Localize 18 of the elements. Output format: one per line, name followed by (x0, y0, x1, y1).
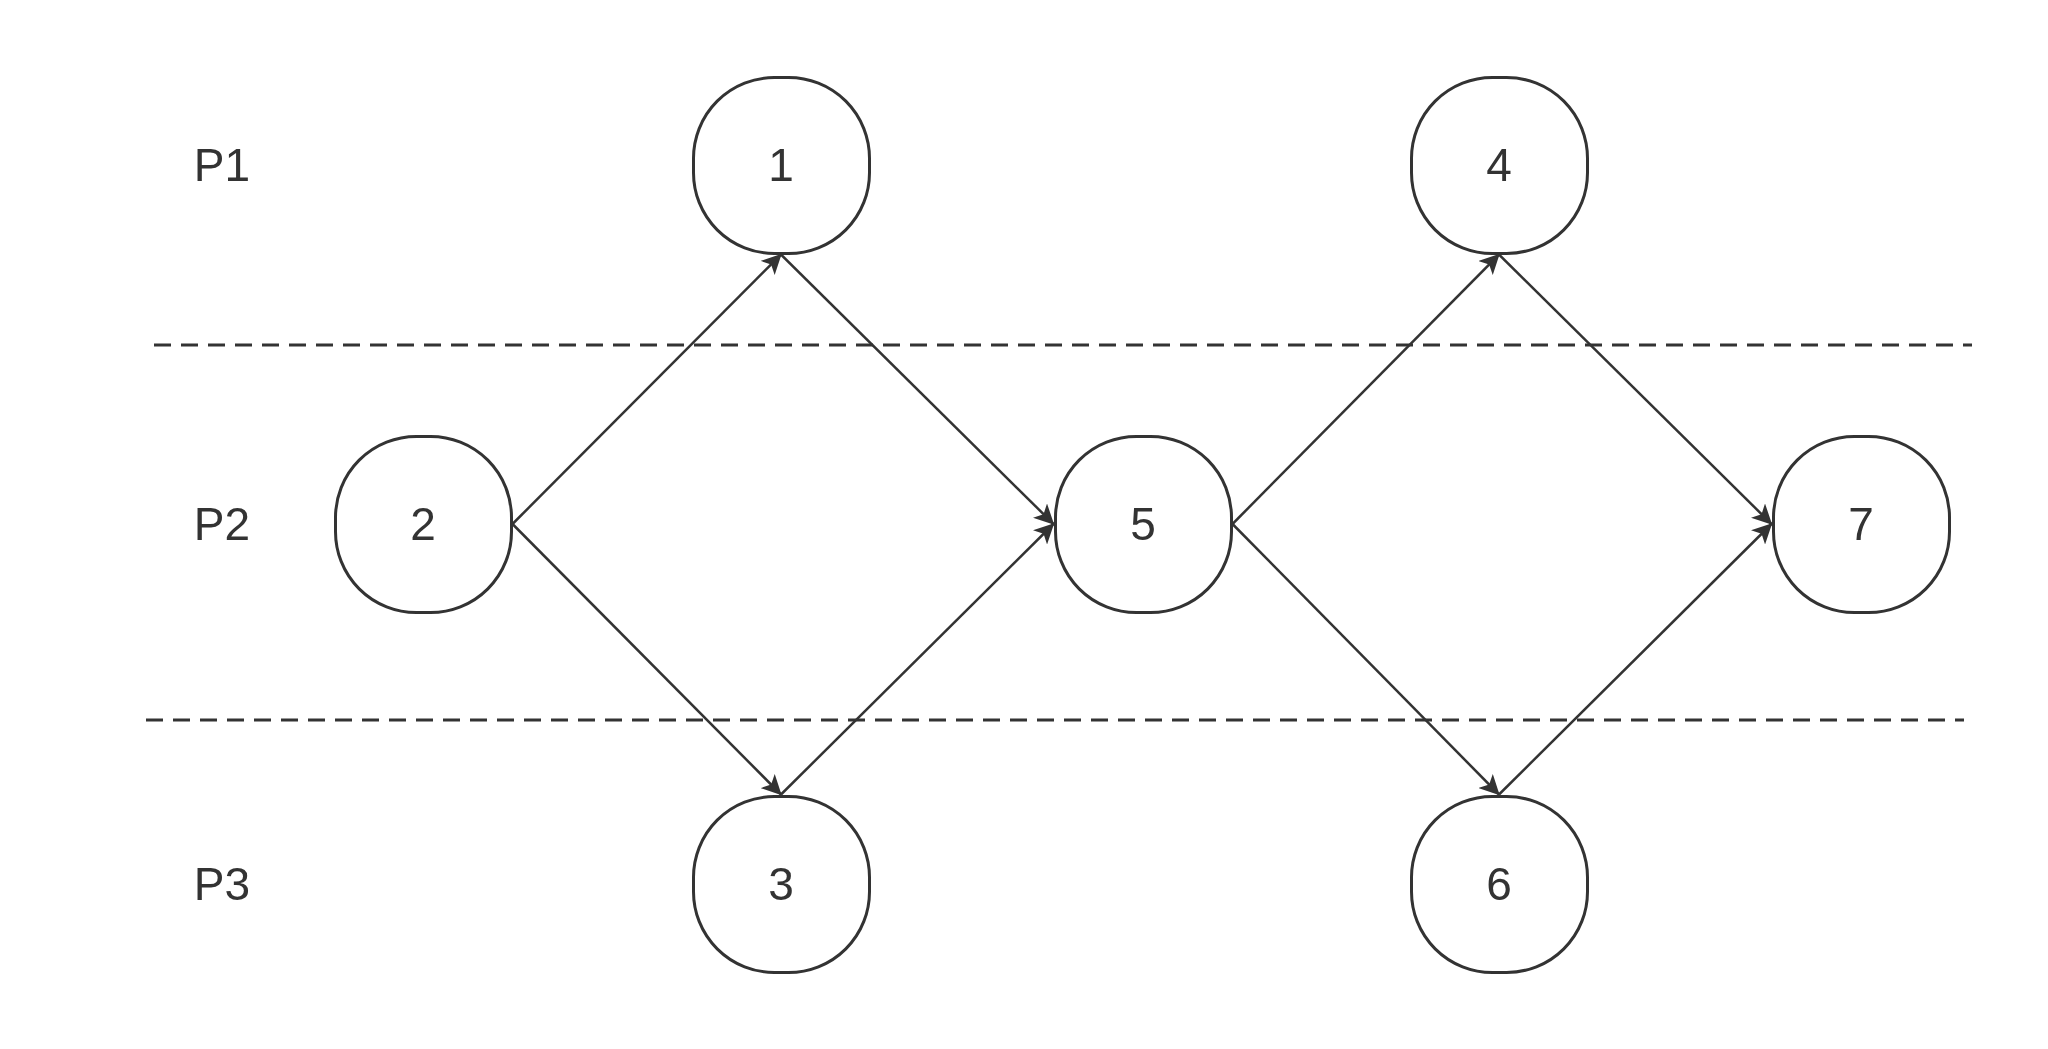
node-number: 4 (1486, 142, 1512, 188)
node-number: 7 (1848, 501, 1874, 547)
arrow (1498, 523, 1773, 796)
arrow (780, 253, 1055, 525)
node-number: 2 (410, 501, 436, 547)
node-number: 6 (1486, 861, 1512, 907)
arrow (511, 253, 782, 525)
arrow (1231, 523, 1500, 796)
arrow (511, 523, 782, 796)
row-label: P2 (193, 501, 251, 547)
node-number: 1 (768, 142, 794, 188)
node-number: 3 (768, 861, 794, 907)
node-number: 5 (1130, 501, 1156, 547)
arrow (1231, 253, 1500, 525)
arrow (1498, 253, 1773, 525)
row-label: P3 (193, 861, 251, 907)
arrow (780, 523, 1055, 796)
row-label: P1 (193, 142, 251, 188)
